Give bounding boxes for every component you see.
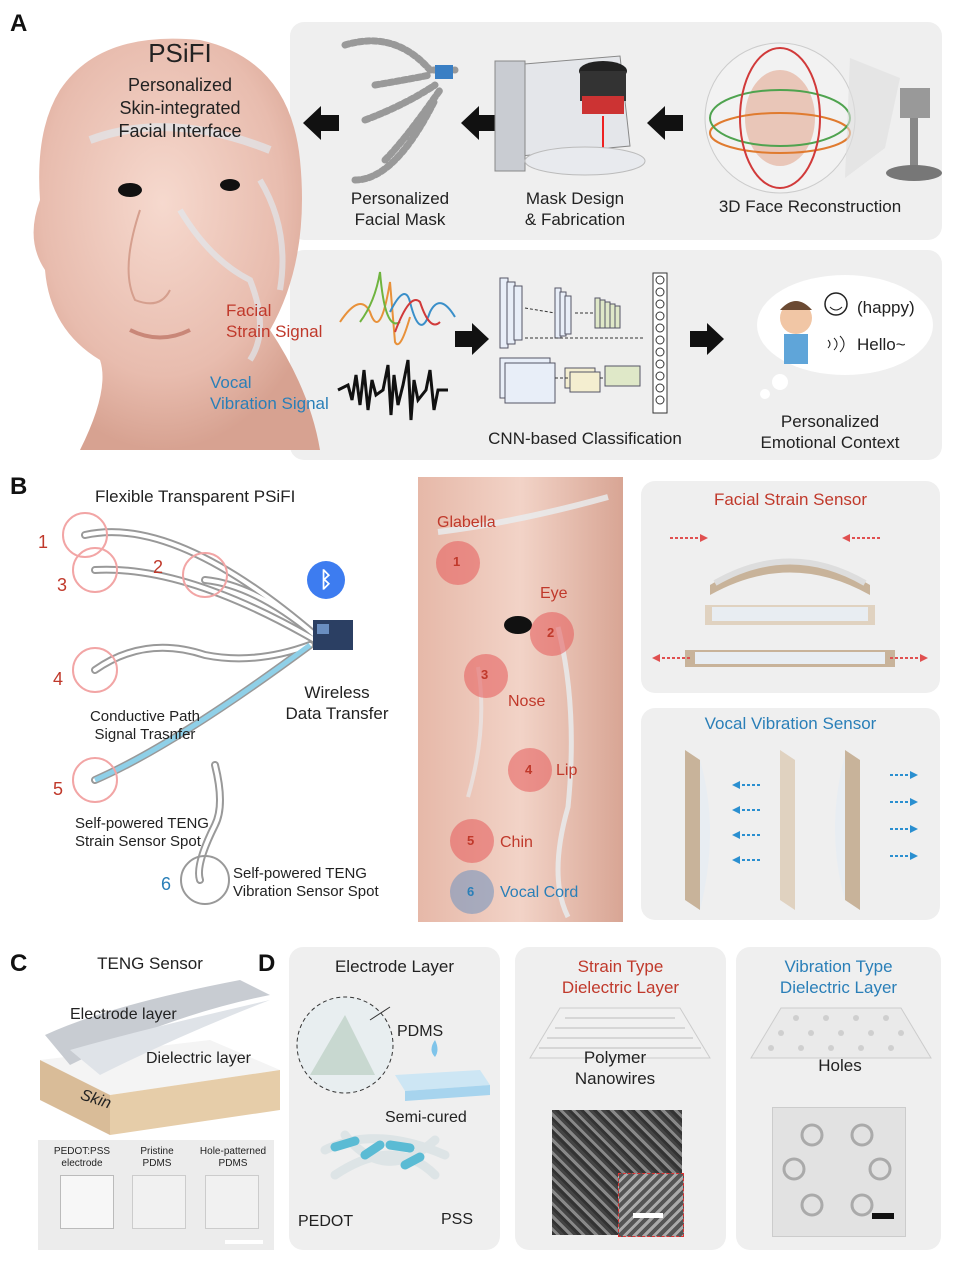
sample-label-2b: PDMS	[127, 1158, 187, 1170]
vocal-signal-label-1: Vocal	[210, 372, 350, 393]
emotional-context-1: Personalized	[745, 411, 915, 432]
mask-label-2: Facial Mask	[330, 209, 470, 230]
sample-hole-patterned	[205, 1175, 259, 1229]
face-point-label-chin: Chin	[500, 834, 533, 852]
strain-dielectric-title-1: Strain Type	[515, 956, 726, 977]
sample-label-1a: PEDOT:PSS	[47, 1146, 117, 1158]
face-point-num-4: 4	[525, 762, 532, 777]
holes-label: Holes	[780, 1055, 900, 1076]
strain-signal-plot	[340, 262, 460, 352]
face-point-label-nose: Nose	[508, 693, 545, 711]
teng-strain-label-2: Strain Sensor Spot	[75, 833, 235, 851]
panel-letter-d: D	[258, 950, 275, 978]
spot-number-3: 3	[57, 575, 67, 596]
sample-label-2a: Pristine	[127, 1146, 187, 1158]
arrow-right-icon	[690, 323, 724, 355]
face-point-num-5: 5	[467, 833, 474, 848]
wireless-label-2: Data Transfer	[282, 703, 392, 724]
spot-number-1: 1	[38, 532, 48, 553]
speech-text: Hello~	[857, 335, 906, 355]
face-point-num-2: 2	[547, 625, 554, 640]
vibration-sensor-title: Vocal Vibration Sensor	[641, 714, 940, 734]
spot-number-5: 5	[53, 779, 63, 800]
sample-pristine	[132, 1175, 186, 1229]
face-scan-icon	[700, 38, 950, 198]
face-point-num-1: 1	[453, 554, 460, 569]
face-point-label-vocal-cord: Vocal Cord	[500, 884, 578, 902]
teng-vib-label-1: Self-powered TENG	[233, 865, 403, 883]
pedot-label: PEDOT	[298, 1213, 353, 1231]
nanowires-label-2: Nanowires	[540, 1068, 690, 1089]
recon-label: 3D Face Reconstruction	[705, 196, 915, 217]
sample-label-1b: electrode	[47, 1158, 117, 1170]
path-label-1: Conductive Path	[75, 708, 215, 726]
path-label-2: Signal Trasnfer	[75, 726, 215, 744]
panel-letter-c: C	[10, 950, 27, 978]
psifi-title: PSiFI	[110, 38, 250, 69]
emotional-context-2: Emotional Context	[745, 432, 915, 453]
design-label-1: Mask Design	[505, 188, 645, 209]
facial-signal-label-1: Facial	[226, 300, 346, 321]
vocal-signal-label-2: Vibration Signal	[210, 393, 350, 414]
vib-dielectric-title-1: Vibration Type	[736, 956, 941, 977]
panel-letter-b: B	[10, 473, 27, 501]
spot-number-6: 6	[161, 874, 171, 895]
vib-dielectric-title-2: Dielectric Layer	[736, 977, 941, 998]
electrode-layer-title: Electrode Layer	[289, 956, 500, 977]
dielectric-layer-label: Dielectric layer	[146, 1050, 251, 1068]
wireless-label-1: Wireless	[282, 682, 392, 703]
strain-sensor-illustration	[650, 515, 930, 685]
sample-label-3a: Hole-patterned	[193, 1146, 273, 1158]
semicured-label: Semi-cured	[385, 1109, 467, 1127]
emotion-text: (happy)	[857, 298, 915, 318]
sample-label-3b: PDMS	[193, 1158, 273, 1170]
scale-bar	[225, 1240, 263, 1244]
flexible-psifi-title: Flexible Transparent PSiFI	[95, 486, 335, 507]
spot-number-2: 2	[153, 557, 163, 578]
sample-pedot	[60, 1175, 114, 1229]
facial-signal-label-2: Strain Signal	[226, 321, 346, 342]
electrode-layer-label: Electrode layer	[70, 1006, 177, 1024]
strain-sensor-title: Facial Strain Sensor	[641, 490, 940, 510]
face-point-label-eye: Eye	[540, 585, 568, 603]
arrow-left-icon	[303, 106, 339, 140]
nanowires-label-1: Polymer	[540, 1047, 690, 1068]
pdms-label: PDMS	[397, 1023, 443, 1041]
psifi-subtitle-1: Personalized	[85, 74, 275, 97]
face-point-label-lip: Lip	[556, 762, 577, 780]
face-point-label-glabella: Glabella	[437, 514, 496, 532]
teng-vib-label-2: Vibration Sensor Spot	[233, 883, 403, 901]
vibration-signal-plot	[338, 355, 448, 425]
arrow-right-icon	[455, 323, 489, 355]
bluetooth-icon: ᛒ	[307, 561, 345, 599]
face-point-num-3: 3	[481, 667, 488, 682]
printer-icon	[490, 36, 650, 186]
psifi-subtitle-3: Facial Interface	[85, 120, 275, 143]
thought-cloud	[750, 270, 940, 400]
teng-strain-label-1: Self-powered TENG	[75, 815, 235, 833]
teng-sensor-title: TENG Sensor	[80, 953, 220, 974]
cnn-label: CNN-based Classification	[475, 428, 695, 449]
psifi-subtitle-2: Skin-integrated	[85, 97, 275, 120]
facial-mask-icon	[335, 30, 465, 190]
design-label-2: & Fabrication	[505, 209, 645, 230]
pss-label: PSS	[441, 1211, 473, 1229]
vibration-sensor-illustration	[660, 740, 930, 915]
arrow-left-icon	[647, 106, 683, 140]
strain-dielectric-title-2: Dielectric Layer	[515, 977, 726, 998]
scale-bar	[872, 1213, 894, 1219]
face-point-num-6: 6	[467, 884, 474, 899]
cnn-diagram	[495, 268, 675, 418]
nanowire-sem-inset	[618, 1173, 684, 1237]
mask-label-1: Personalized	[330, 188, 470, 209]
spot-number-4: 4	[53, 669, 63, 690]
scale-bar	[633, 1213, 663, 1218]
